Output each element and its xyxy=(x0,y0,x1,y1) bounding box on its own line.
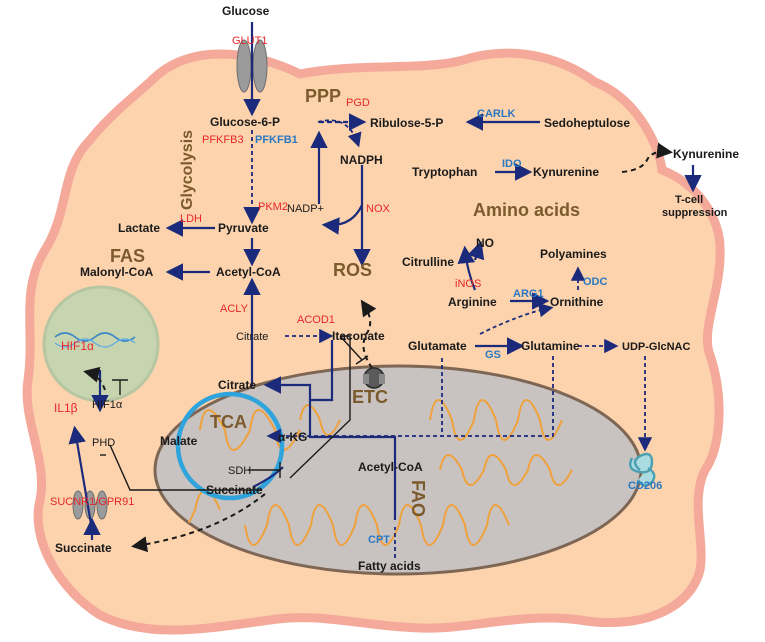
enzyme-carlk: CARLK xyxy=(477,108,516,120)
label-nadph: NADPH xyxy=(340,153,383,167)
enzyme-sucnr1: SUCNR1/GPR91 xyxy=(50,496,134,508)
label-phd: PHD xyxy=(92,437,115,449)
label-kynurenine-out: Kynurenine xyxy=(673,147,739,161)
label-etc: ETC xyxy=(352,387,388,407)
label-succinate-mito: Succinate xyxy=(206,483,263,497)
label-ppp: PPP xyxy=(305,86,341,106)
enzyme-pfkfb1: PFKFB1 xyxy=(255,134,298,146)
label-tcell: T-cell xyxy=(675,194,703,206)
label-pyruvate: Pyruvate xyxy=(218,221,269,235)
label-citrate-mito: Citrate xyxy=(218,378,256,392)
enzyme-cpt: CPT xyxy=(368,534,390,546)
label-il1b: IL1β xyxy=(54,401,78,415)
label-suppression: suppression xyxy=(662,207,728,219)
tca-cycle xyxy=(175,391,285,501)
label-sedoheptulose: Sedoheptulose xyxy=(544,116,630,130)
label-malate: Malate xyxy=(160,434,198,448)
label-glucose6p: Glucose-6-P xyxy=(210,115,280,129)
label-no: NO xyxy=(476,236,494,250)
pathway-lines xyxy=(68,22,702,558)
label-polyamines: Polyamines xyxy=(540,247,607,261)
label-glutamate: Glutamate xyxy=(408,339,467,353)
label-citrulline: Citrulline xyxy=(402,255,454,269)
label-itaconate: Itaconate xyxy=(332,329,385,343)
label-glutamine: Glutamine xyxy=(521,339,580,353)
glut1-transporter-icon xyxy=(236,39,268,93)
label-glucose: Glucose xyxy=(222,4,270,18)
enzyme-acod1: ACOD1 xyxy=(297,314,335,326)
enzyme-gs: GS xyxy=(485,349,501,361)
enzyme-pfkfb3: PFKFB3 xyxy=(202,134,244,146)
label-kynurenine-in: Kynurenine xyxy=(533,165,599,179)
labels: Glucose GLUT1 PPP PGD Glucose-6-P Ribulo… xyxy=(50,4,739,573)
enzyme-acly: ACLY xyxy=(220,303,249,315)
enzyme-ido: IDO xyxy=(502,158,522,170)
dna-strand-2 xyxy=(54,338,136,348)
label-tca: TCA xyxy=(210,412,247,432)
enzyme-nox: NOX xyxy=(366,203,391,215)
label-udp: UDP-GlcNAC xyxy=(622,341,691,353)
label-succinate-out: Succinate xyxy=(55,541,112,555)
label-cd206: CD206 xyxy=(628,480,662,492)
label-acetyl-top: Acetyl-CoA xyxy=(216,265,281,279)
enzyme-pgd: PGD xyxy=(346,97,370,109)
regulation-lines xyxy=(83,299,377,553)
label-malonyl: Malonyl-CoA xyxy=(80,265,154,279)
label-acetyl-mito: Acetyl-CoA xyxy=(358,460,423,474)
label-ros: ROS xyxy=(333,260,372,280)
enzyme-glut1: GLUT1 xyxy=(232,35,267,47)
label-sdh: SDH xyxy=(228,465,251,477)
label-ornithine: Ornithine xyxy=(550,295,604,309)
label-amino-acids: Amino acids xyxy=(473,200,580,220)
label-lactate: Lactate xyxy=(118,221,160,235)
label-arginine: Arginine xyxy=(448,295,497,309)
enzyme-pkm2: PKM2 xyxy=(258,201,288,213)
label-fao: FAO xyxy=(408,480,428,517)
label-nadp-plus: NADP+ xyxy=(287,203,324,215)
label-fas: FAS xyxy=(110,246,145,266)
label-hif1a-nuc: HIF1α xyxy=(61,339,94,353)
etc-complex-icon xyxy=(363,367,385,389)
enzyme-odc: ODC xyxy=(583,276,608,288)
label-citrate-top: Citrate xyxy=(236,331,268,343)
label-ribulose5p: Ribulose-5-P xyxy=(370,116,443,130)
label-akg: α-KG xyxy=(278,430,307,444)
enzyme-arg1: ARG1 xyxy=(513,288,544,300)
label-tryptophan: Tryptophan xyxy=(412,165,477,179)
cd206-receptor-icon xyxy=(629,452,656,487)
label-hif1a: HIF1α xyxy=(92,399,123,411)
label-fatty-acids: Fatty acids xyxy=(358,559,421,573)
enzyme-ldh: LDH xyxy=(180,213,202,225)
label-glycolysis: Glycolysis xyxy=(179,130,196,210)
enzyme-inos: iNOS xyxy=(455,278,481,290)
